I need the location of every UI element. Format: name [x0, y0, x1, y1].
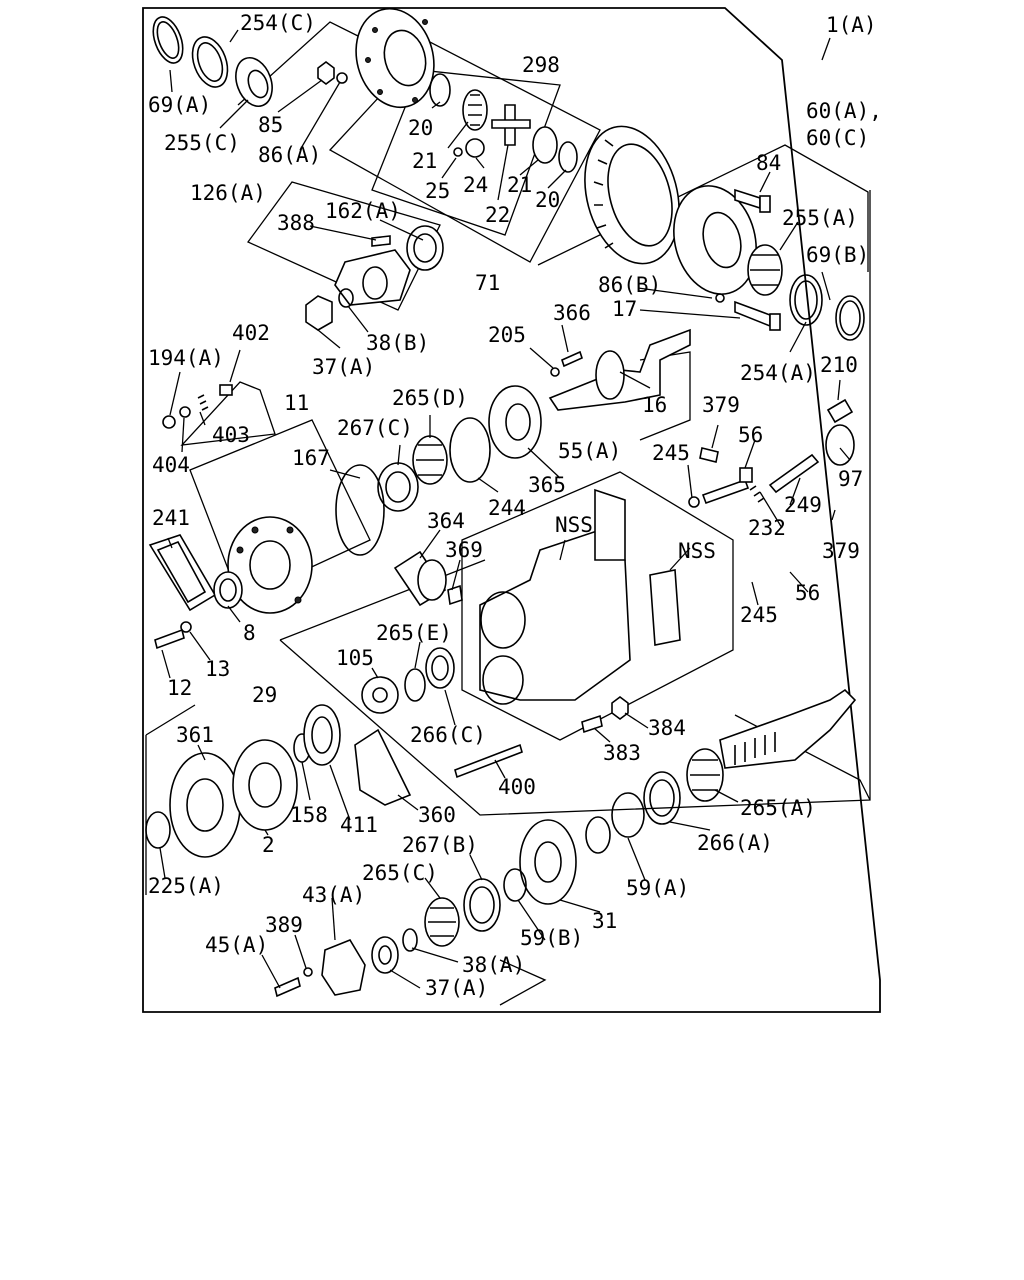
- label-254C: 254(C): [240, 11, 316, 35]
- label-45A: 45(A): [205, 933, 268, 957]
- parts: [145, 7, 865, 998]
- label-126A: 126(A): [190, 181, 266, 205]
- label-365: 365: [528, 473, 566, 497]
- diagram-frame: [142, 7, 881, 1013]
- label-249: 249: [784, 493, 822, 517]
- label-84: 84: [756, 151, 781, 175]
- label-86A: 86(A): [258, 143, 321, 167]
- label-402: 402: [232, 321, 270, 345]
- label-244: 244: [488, 496, 526, 520]
- label-13: 13: [205, 657, 230, 681]
- label-38A: 38(A): [462, 953, 525, 977]
- label-2: 2: [262, 833, 275, 857]
- label-158: 158: [290, 803, 328, 827]
- label-383: 383: [603, 741, 641, 765]
- label-241: 241: [152, 506, 190, 530]
- label-21a: 21: [412, 149, 437, 173]
- label-388: 388: [277, 211, 315, 235]
- label-71: 71: [475, 271, 500, 295]
- label-225A: 225(A): [148, 874, 224, 898]
- label-298: 298: [522, 53, 560, 77]
- label-97: 97: [838, 467, 863, 491]
- label-25: 25: [425, 179, 450, 203]
- label-364: 364: [427, 509, 465, 533]
- label-21b: 21: [507, 173, 532, 197]
- label-265C: 265(C): [362, 861, 438, 885]
- label-56a: 56: [738, 423, 763, 447]
- label-11: 11: [284, 391, 309, 415]
- label-105: 105: [336, 646, 374, 670]
- label-403: 403: [212, 423, 250, 447]
- label-22: 22: [485, 203, 510, 227]
- label-69B: 69(B): [806, 243, 869, 267]
- label-389: 389: [265, 913, 303, 937]
- label-20b: 20: [535, 188, 560, 212]
- label-38B: 38(B): [366, 331, 429, 355]
- label-59A: 59(A): [626, 876, 689, 900]
- label-210: 210: [820, 353, 858, 377]
- label-265A: 265(A): [740, 796, 816, 820]
- label-85: 85: [258, 113, 283, 137]
- label-379b: 379: [822, 539, 860, 563]
- label-12: 12: [167, 676, 192, 700]
- label-411: 411: [340, 813, 378, 837]
- label-20a: 20: [408, 116, 433, 140]
- label-267B: 267(B): [402, 833, 478, 857]
- label-60C: 60(C): [806, 126, 869, 150]
- part-labels: 1(A) 60(A), 60(C) 254(C) 69(A) 255(C) 85…: [148, 11, 882, 1000]
- label-360: 360: [418, 803, 456, 827]
- label-86B: 86(B): [598, 273, 661, 297]
- label-24: 24: [463, 173, 488, 197]
- label-369: 369: [445, 538, 483, 562]
- label-254A: 254(A): [740, 361, 816, 385]
- label-366: 366: [553, 301, 591, 325]
- label-400: 400: [498, 775, 536, 799]
- label-266A: 266(A): [697, 831, 773, 855]
- label-8: 8: [243, 621, 256, 645]
- label-55A: 55(A): [558, 439, 621, 463]
- label-267C: 267(C): [337, 416, 413, 440]
- label-266C: 266(C): [410, 723, 486, 747]
- label-245a: 245: [652, 441, 690, 465]
- label-361: 361: [176, 723, 214, 747]
- label-255A: 255(A): [782, 206, 858, 230]
- label-37A: 37(A): [312, 355, 375, 379]
- label-59B: 59(B): [520, 926, 583, 950]
- label-265E: 265(E): [376, 621, 452, 645]
- label-232: 232: [748, 516, 786, 540]
- label-56b: 56: [795, 581, 820, 605]
- label-1A: 1(A): [826, 13, 877, 37]
- label-NSSa: NSS: [555, 513, 593, 537]
- label-29: 29: [252, 683, 277, 707]
- label-245b: 245: [740, 603, 778, 627]
- label-16: 16: [642, 393, 667, 417]
- label-404: 404: [152, 453, 190, 477]
- leader-lines: [159, 29, 851, 989]
- label-384: 384: [648, 716, 686, 740]
- label-265D: 265(D): [392, 386, 468, 410]
- label-43A: 43(A): [302, 883, 365, 907]
- label-31: 31: [592, 909, 617, 933]
- label-37Ab: 37(A): [425, 976, 488, 1000]
- label-167: 167: [292, 446, 330, 470]
- label-17: 17: [612, 297, 637, 321]
- label-60A: 60(A),: [806, 99, 882, 123]
- label-69A: 69(A): [148, 93, 211, 117]
- label-NSSb: NSS: [678, 539, 716, 563]
- label-379a: 379: [702, 393, 740, 417]
- label-205: 205: [488, 323, 526, 347]
- label-194A: 194(A): [148, 346, 224, 370]
- label-162A: 162(A): [325, 199, 401, 223]
- label-255C: 255(C): [164, 131, 240, 155]
